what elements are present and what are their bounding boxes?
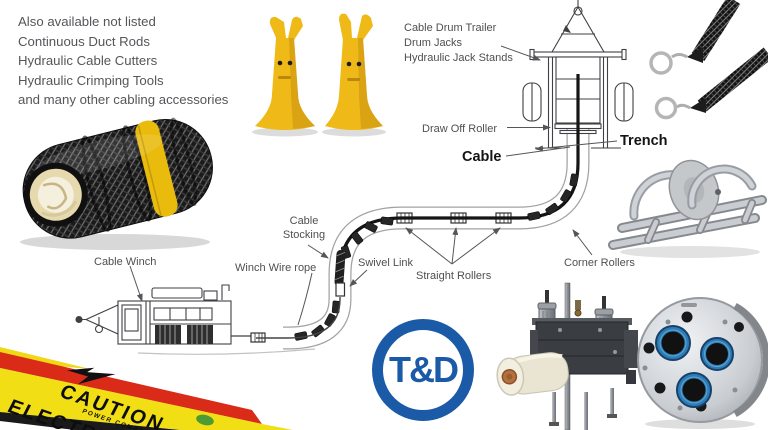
drum-trailer-label-group: Cable Drum Trailer Drum Jacks Hydraulic … bbox=[404, 21, 513, 67]
drum-jack-stand-right bbox=[322, 13, 386, 137]
cable-stocking-roll-photo bbox=[20, 117, 213, 250]
swivel-link-drawing bbox=[335, 282, 346, 297]
label-draw-off-roller: Draw Off Roller bbox=[422, 123, 497, 135]
label-corner-rollers: Corner Rollers bbox=[564, 257, 635, 269]
note-line: Continuous Duct Rods bbox=[18, 33, 150, 49]
drum-jack-stand-left bbox=[252, 16, 318, 137]
label-swivel-link: Swivel Link bbox=[358, 257, 414, 269]
label-cable-drum-trailer: Cable Drum Trailer bbox=[404, 22, 497, 34]
seal-port bbox=[676, 372, 712, 408]
lightning-bolt-icon bbox=[66, 367, 116, 385]
cable-winch-drawing bbox=[75, 284, 316, 355]
label-cable-winch: Cable Winch bbox=[94, 256, 157, 268]
label-cable-stocking: Cable Stocking bbox=[282, 215, 326, 241]
note-line: and many other cabling accessories bbox=[18, 92, 229, 107]
label-drum-jacks: Drum Jacks bbox=[404, 37, 463, 50]
cable-pulling-grips-photo bbox=[649, 0, 768, 120]
seal-port bbox=[700, 337, 734, 371]
td-logo: T&D bbox=[372, 319, 474, 421]
cable-stocking-drawing bbox=[334, 249, 346, 287]
label-straight-rollers: Straight Rollers bbox=[416, 270, 492, 282]
winch-wire-rope-drawing bbox=[256, 297, 341, 339]
td-logo-text: T&D bbox=[389, 349, 459, 390]
label-hydraulic-jack-stands: Hydraulic Jack Stands bbox=[404, 52, 513, 65]
note-line: Hydraulic Cable Cutters bbox=[18, 53, 158, 68]
label-cable: Cable bbox=[462, 149, 502, 165]
availability-note: Also available not listed Continuous Duc… bbox=[18, 12, 228, 110]
note-line: Also available not listed bbox=[18, 14, 156, 29]
duct-seal-photo bbox=[637, 297, 768, 429]
note-line: Hydraulic Crimping Tools bbox=[18, 72, 164, 88]
leader-lines bbox=[129, 45, 618, 326]
cable-roller-photo bbox=[608, 159, 767, 258]
label-winch-wire-rope: Winch Wire rope bbox=[235, 262, 317, 274]
caution-tape bbox=[0, 347, 293, 430]
label-trench: Trench bbox=[620, 133, 668, 149]
seal-port bbox=[655, 325, 691, 361]
hydraulic-tool-photo bbox=[496, 282, 638, 430]
cable-drawing bbox=[338, 74, 580, 281]
